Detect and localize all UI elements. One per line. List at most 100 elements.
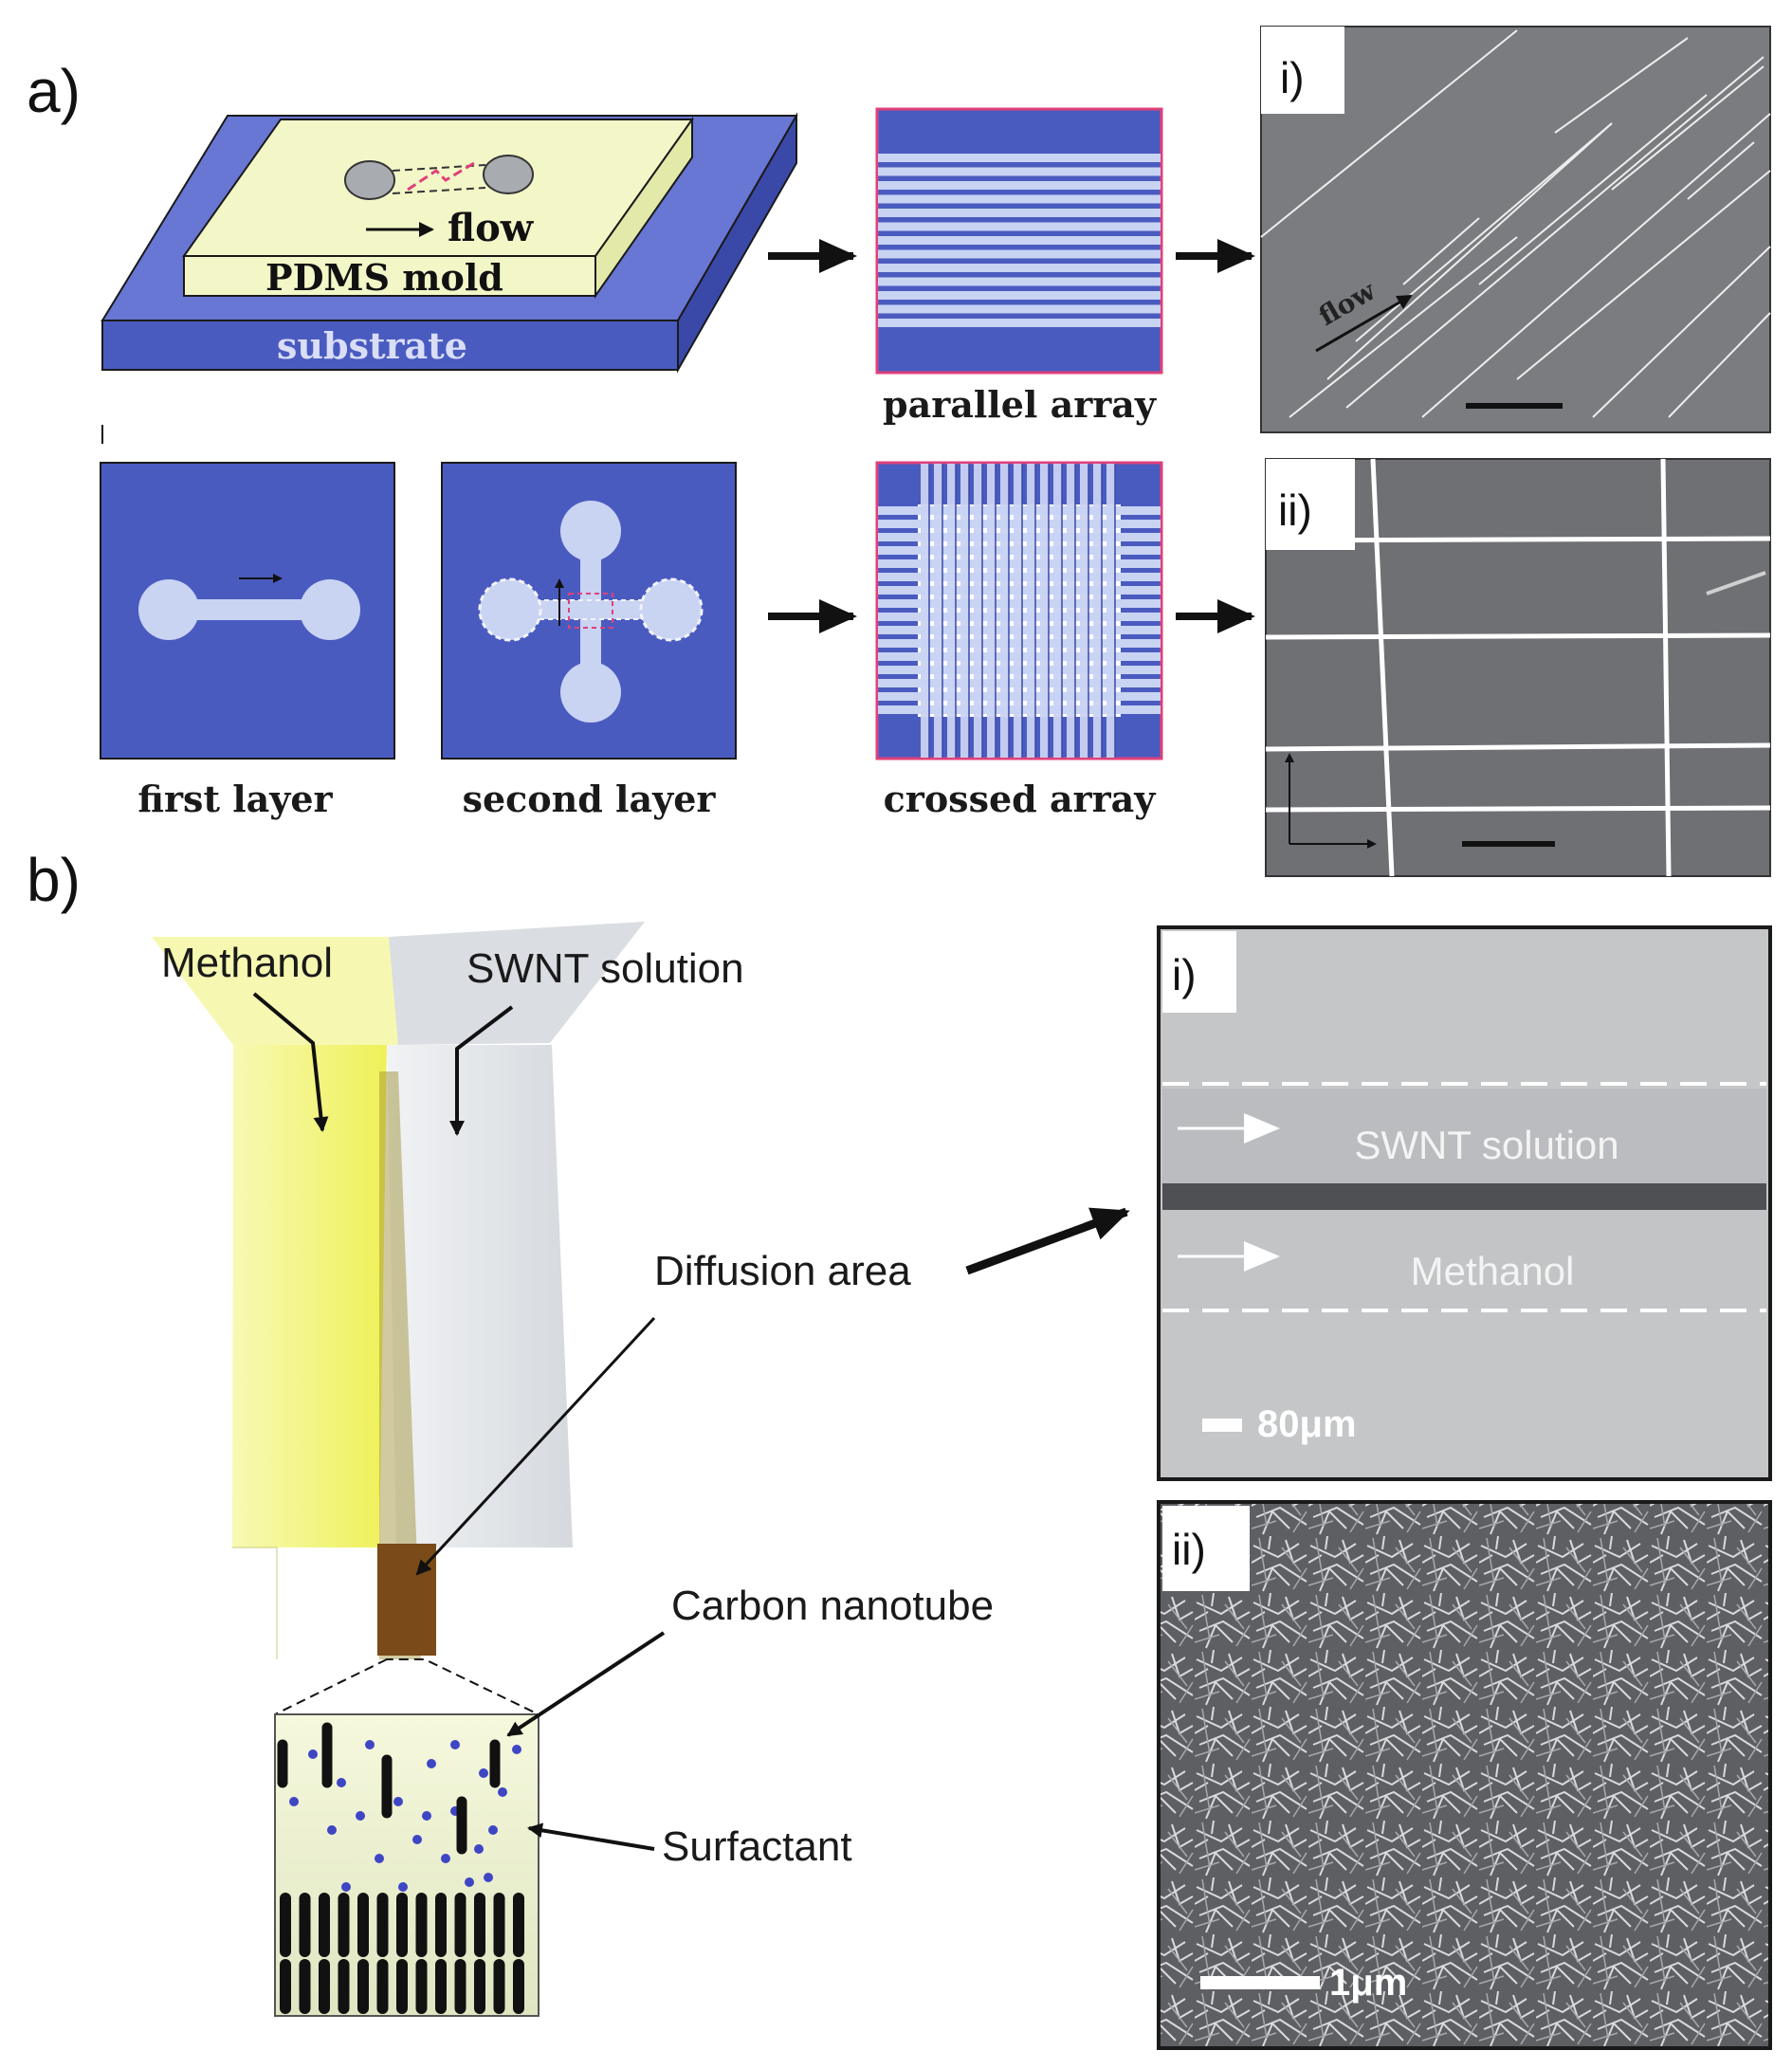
stream-bottom-arrow-head (1244, 1241, 1280, 1272)
vertical-nanotube (1370, 458, 1395, 877)
surfactant-dot (422, 1811, 431, 1821)
surfactant-dot (488, 1825, 498, 1835)
parallel-channel (878, 264, 1161, 272)
scale-label-b-ii: 1μm (1329, 1962, 1407, 2004)
crossed-array-caption: crossed array (884, 778, 1157, 820)
micrograph-b-i: i) SWNT solution Methanol 80μm (1157, 925, 1772, 1481)
first-layer-outlet-trace (639, 577, 704, 642)
parallel-channel (878, 304, 1161, 314)
diffusion-area-label: Diffusion area (654, 1248, 911, 1294)
vertical-channel (1053, 464, 1062, 758)
outlet-reservoir (483, 155, 534, 194)
surfactant-dot (465, 1877, 474, 1887)
micrograph-a-i-label-box (1261, 27, 1344, 114)
surfactant-dot (450, 1740, 460, 1749)
carbon-nanotube-label: Carbon nanotube (671, 1583, 994, 1629)
first-layer-caption: first layer (137, 778, 333, 820)
aligned-nanotube (1289, 236, 1518, 418)
parallel-channel (878, 167, 1161, 176)
aligned-nanotube (1478, 94, 1708, 285)
methanol-stream-label: Methanol (1411, 1249, 1575, 1293)
scale-bar-b-ii (1200, 1976, 1320, 1989)
vertical-channel (987, 464, 996, 758)
crossed-nanotube-lines (1265, 458, 1771, 877)
parallel-channel (878, 154, 1161, 162)
pdms-mold-side (594, 116, 693, 300)
parallel-channel (878, 277, 1161, 286)
aligned-nanotube (1554, 37, 1689, 134)
parallel-array-caption: parallel array (883, 383, 1157, 426)
vertical-channel (1106, 464, 1115, 758)
crossed-array (875, 461, 1163, 760)
methanol-inlet (152, 937, 398, 1045)
micrograph-b-i-label-box (1162, 931, 1236, 1013)
parallel-channel (878, 194, 1161, 204)
flow-label: flow (448, 206, 535, 250)
vertical-channel (1014, 464, 1022, 758)
vertical-channel (1027, 464, 1035, 758)
micrograph-b-i-label: i) (1172, 950, 1197, 999)
swnt-stream-band (1162, 1089, 1766, 1195)
surfactant-dot (412, 1835, 422, 1844)
scale-label-b-i: 80μm (1257, 1403, 1357, 1445)
first-layer-channel (169, 599, 330, 620)
parallel-channel (878, 236, 1161, 245)
first-layer-inlet-trace (478, 577, 542, 642)
micrograph-b-ii-frame (1157, 1500, 1772, 2050)
vertical-channel (1040, 464, 1049, 758)
second-layer-caption: second layer (463, 778, 717, 820)
panel-a-label: a) (27, 57, 81, 125)
vertical-channel (921, 464, 929, 758)
vertical-channel (1067, 464, 1075, 758)
parallel-channel (878, 249, 1161, 259)
surfactant-dot (341, 1882, 351, 1892)
first-layer-schematic (100, 462, 395, 760)
vertical-channel (1093, 464, 1102, 758)
surfactant-dot (441, 1854, 450, 1863)
parallel-channel (878, 319, 1161, 327)
surfactant-dot (479, 1768, 488, 1778)
zoom-lines (274, 1658, 539, 1715)
parallel-channel (878, 209, 1161, 217)
surfactant-pointer (527, 1822, 655, 1851)
surfactant-label: Surfactant (662, 1823, 852, 1870)
parallel-array (875, 107, 1163, 375)
aligned-nanotube (1421, 113, 1771, 418)
surfactant-dot (375, 1854, 384, 1863)
substrate-label: substrate (277, 324, 467, 367)
aligned-nanotube (1592, 246, 1771, 418)
vertical-channel (974, 464, 982, 758)
swnt-inlet-label: SWNT solution (466, 945, 744, 992)
panel-b-label: b) (27, 846, 81, 914)
carbon-nanotube-pointer (506, 1631, 666, 1737)
parallel-channel (878, 291, 1161, 300)
first-layer-outlet (300, 579, 360, 640)
aligned-nanotube (1611, 65, 1765, 191)
surfactant-dot (365, 1740, 375, 1749)
aligned-nanotube (1260, 29, 1518, 238)
second-layer-outlet (560, 662, 621, 723)
micrograph-a-i-label: i) (1280, 53, 1305, 102)
pdms-mold-label: PDMS mold (265, 256, 503, 299)
aligned-nanotube (1326, 122, 1613, 380)
surfactant-dot (484, 1873, 493, 1882)
surfactant-dot (427, 1759, 436, 1768)
vertical-channel (960, 464, 969, 758)
interface-line (1162, 1183, 1766, 1210)
vertical-nanotube (1660, 458, 1672, 877)
vertical-channel (934, 464, 942, 758)
aligned-nanotube (1402, 217, 1480, 285)
surfactant-dot (356, 1811, 365, 1821)
nanotube-in-channel (407, 161, 475, 192)
mixing-wedge (379, 1071, 421, 1659)
micrograph-a-ii: ii) (1265, 458, 1771, 877)
swnt-stream-label: SWNT solution (1354, 1123, 1618, 1167)
swnt-arrow (449, 1005, 514, 1136)
stream-top-arrow-head (1244, 1113, 1280, 1144)
second-layer-schematic (441, 462, 737, 760)
second-layer-inlet (560, 501, 621, 561)
aligned-nanotube (1687, 141, 1755, 200)
surfactant-dot (308, 1749, 318, 1759)
aligned-nanotube (1516, 170, 1771, 380)
methanol-arrow (252, 992, 329, 1132)
